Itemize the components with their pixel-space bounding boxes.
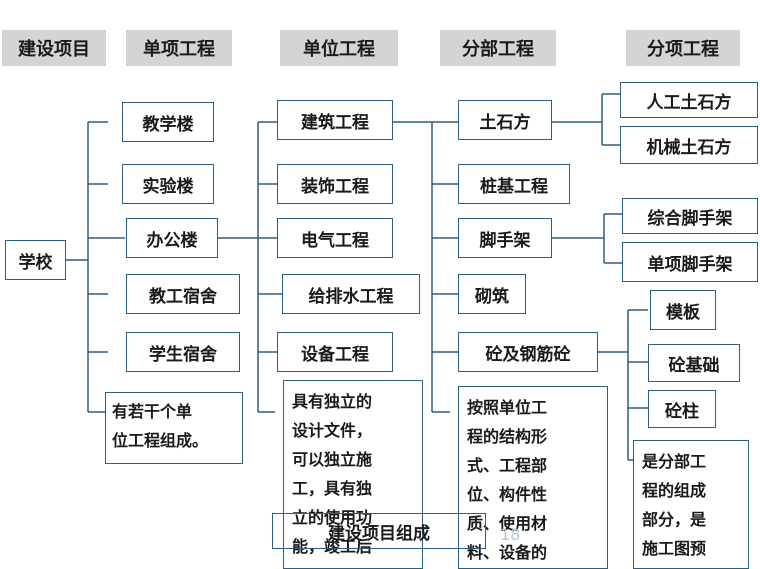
division-item: 砌筑: [458, 274, 526, 314]
single-note: 有若干个单 位工程组成。: [105, 392, 243, 464]
header-item-project: 分项工程: [626, 30, 740, 66]
header-unit-project: 单位工程: [280, 30, 398, 66]
item-concrete: 砼基础: [648, 344, 740, 382]
single-item: 办公楼: [126, 218, 218, 258]
overlay-caption: 建设项目组成: [272, 513, 486, 549]
unit-note: 具有独立的 设计文件， 可以独立施 工，具有独 立的使用功 能，竣工后: [283, 380, 423, 569]
item-scaffold: 单项脚手架: [622, 242, 758, 282]
division-item: 土石方: [458, 100, 552, 140]
item-earthwork: 机械土石方: [620, 126, 758, 164]
item-note: 是分部工 程的组成 部分，是 施工图预: [633, 440, 749, 569]
unit-item: 建筑工程: [277, 100, 393, 140]
page-number: 18: [500, 525, 521, 544]
header-project: 建设项目: [2, 30, 106, 66]
root-node: 学校: [5, 240, 66, 280]
unit-item: 给排水工程: [282, 274, 420, 314]
header-division-project: 分部工程: [440, 30, 556, 66]
single-item: 学生宿舍: [126, 332, 240, 372]
single-item: 教学楼: [122, 102, 214, 142]
division-item: 砼及钢筋砼: [458, 332, 598, 372]
single-item: 实验楼: [122, 164, 214, 204]
item-earthwork: 人工土石方: [620, 82, 758, 118]
item-concrete: 砼柱: [648, 390, 716, 428]
unit-item: 装饰工程: [277, 164, 393, 204]
header-single-project: 单项工程: [126, 30, 232, 66]
division-note: 按照单位工 程的结构形 式、工程部 位、构件性 质、使用材 料、设备的: [458, 386, 608, 569]
unit-item: 电气工程: [277, 218, 393, 258]
single-item: 教工宿舍: [126, 274, 240, 314]
unit-item: 设备工程: [277, 332, 393, 372]
division-item: 脚手架: [458, 218, 552, 258]
item-concrete: 模板: [650, 290, 716, 330]
division-item: 桩基工程: [458, 164, 570, 204]
item-scaffold: 综合脚手架: [622, 198, 758, 234]
